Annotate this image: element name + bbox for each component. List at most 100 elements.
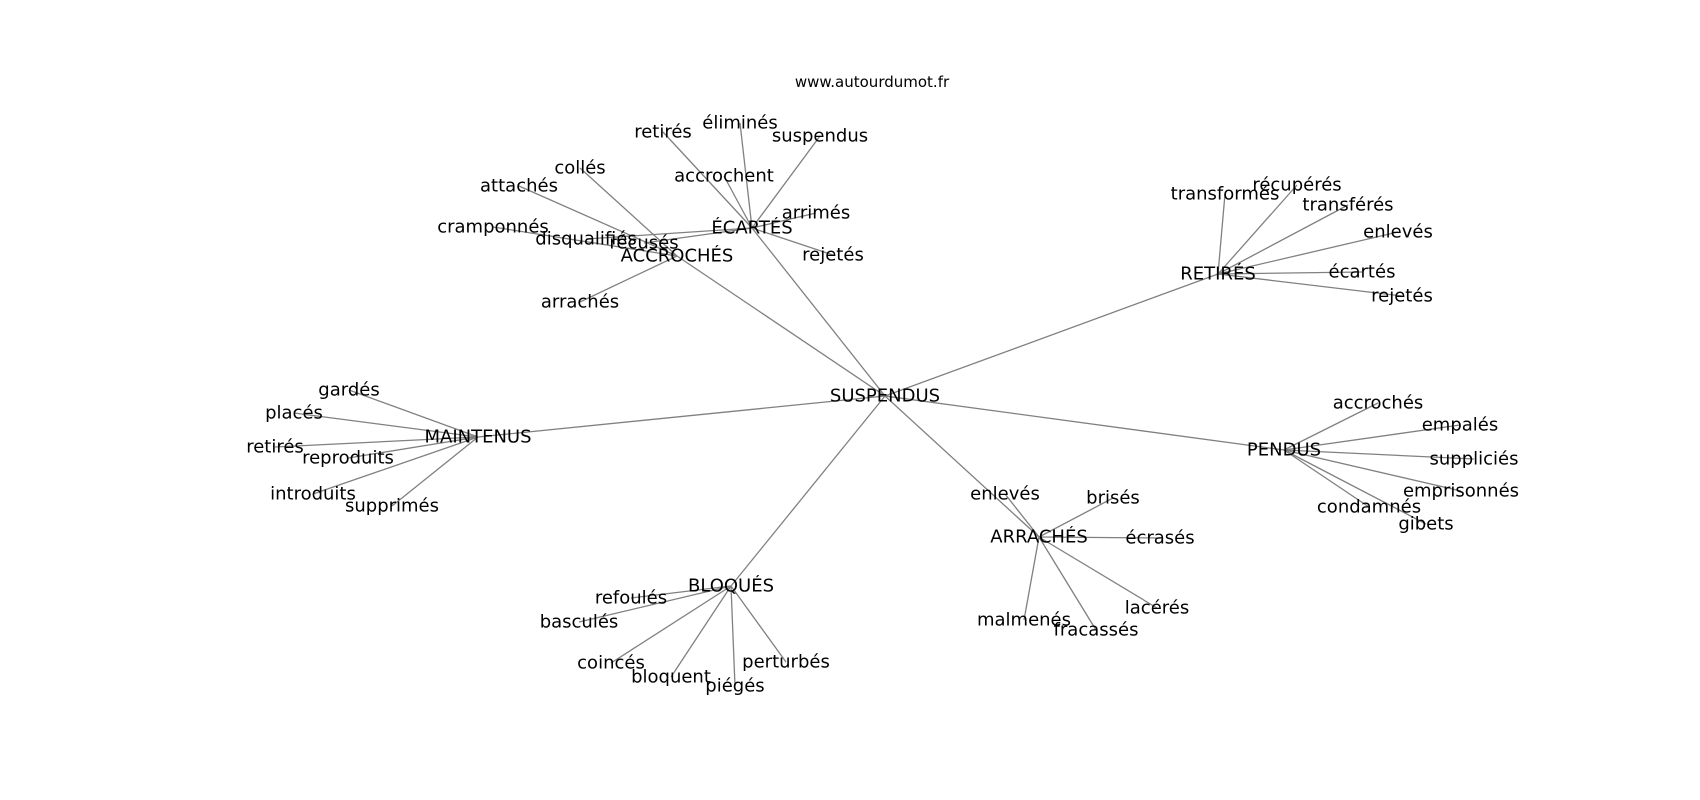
edge-cluster-to-leaf xyxy=(751,227,834,256)
source-url: www.autourdumot.fr xyxy=(795,73,950,91)
leaf-node-label: accrochés xyxy=(1333,393,1424,414)
leaf-node-label: gibets xyxy=(1398,514,1453,535)
leaf-node-label: brisés xyxy=(1086,488,1140,509)
leaf-node-label: collés xyxy=(554,158,605,179)
cluster-node-label: BLOQUÉS xyxy=(688,575,774,597)
edge-cluster-to-leaf xyxy=(610,585,732,664)
edge-cluster-to-leaf xyxy=(1038,536,1158,609)
graph-edges xyxy=(274,122,1475,687)
cluster-node-label: ÉCARTÉS xyxy=(711,217,792,239)
leaf-node-label: récusés xyxy=(609,233,678,254)
edge-cluster-to-leaf xyxy=(1283,449,1475,460)
cluster-node-label: RETIRÉS xyxy=(1180,263,1256,285)
edge-cluster-to-leaf xyxy=(662,131,753,229)
edge-cluster-to-leaf xyxy=(670,585,732,678)
edge-cluster-to-leaf xyxy=(1283,424,1461,451)
edge-cluster-to-leaf xyxy=(347,436,479,459)
leaf-node-label: accrochent xyxy=(674,166,774,187)
leaf-node-label: fracassés xyxy=(1054,620,1139,641)
edge-cluster-to-leaf xyxy=(274,436,479,448)
leaf-node-label: placés xyxy=(265,403,323,424)
edge-cluster-to-leaf xyxy=(312,436,479,495)
edge-cluster-to-leaf xyxy=(579,167,678,257)
leaf-node-label: transférés xyxy=(1302,195,1393,216)
edge-cluster-to-leaf xyxy=(1038,497,1114,538)
edge-cluster-to-leaf xyxy=(751,135,821,229)
edge-root-to-cluster xyxy=(884,395,1040,538)
leaf-node-label: transformés xyxy=(1171,184,1280,205)
edge-root-to-cluster xyxy=(676,255,886,397)
leaf-node-label: suspendus xyxy=(772,126,868,147)
edge-cluster-to-leaf xyxy=(1038,536,1161,539)
edge-root-to-cluster xyxy=(477,395,886,438)
edge-cluster-to-leaf xyxy=(579,255,678,303)
edge-cluster-to-leaf xyxy=(578,585,732,623)
edge-cluster-to-leaf xyxy=(391,436,479,507)
leaf-node-label: rejetés xyxy=(1371,286,1433,307)
leaf-node-label: gardés xyxy=(318,380,379,401)
leaf-node-label: écrasés xyxy=(1125,528,1194,549)
edge-root-to-cluster xyxy=(730,395,886,587)
leaf-node-label: introduits xyxy=(270,484,356,505)
leaf-node-label: emprisonnés xyxy=(1403,481,1519,502)
leaf-node-label: écartés xyxy=(1329,262,1396,283)
cluster-node-label: ACCROCHÉS xyxy=(621,245,734,267)
leaf-node-label: cramponnés xyxy=(437,217,549,238)
edge-cluster-to-leaf xyxy=(492,226,678,257)
edge-cluster-to-leaf xyxy=(751,212,817,229)
edge-cluster-to-leaf xyxy=(1217,273,1403,297)
edge-root-to-cluster xyxy=(884,273,1219,397)
cluster-node-label: ARRACHÉS xyxy=(990,526,1088,548)
edge-cluster-to-leaf xyxy=(1217,204,1349,275)
edge-cluster-to-leaf xyxy=(1038,536,1097,631)
leaf-node-label: rejetés xyxy=(802,245,864,266)
leaf-node-label: lacérés xyxy=(1125,598,1189,619)
leaf-node-label: empalés xyxy=(1422,415,1499,436)
edge-cluster-to-leaf xyxy=(1217,231,1399,275)
edge-cluster-to-leaf xyxy=(630,585,732,599)
leaf-node-label: refoulés xyxy=(595,588,667,609)
cluster-node-label: MAINTENUS xyxy=(424,427,531,448)
leaf-node-label: malmenés xyxy=(977,610,1071,631)
leaf-node-label: basculés xyxy=(540,612,619,633)
edge-cluster-to-leaf xyxy=(723,175,753,229)
edge-cluster-to-leaf xyxy=(348,389,479,438)
root-node-label: SUSPENDUS xyxy=(830,386,940,407)
leaf-node-label: bloquent xyxy=(631,667,711,688)
edge-cluster-to-leaf xyxy=(1283,449,1462,492)
edge-cluster-to-leaf xyxy=(1217,193,1226,275)
leaf-node-label: éliminés xyxy=(702,113,777,134)
edge-cluster-to-leaf xyxy=(730,585,787,663)
leaf-node-label: attachés xyxy=(480,176,558,197)
edge-cluster-to-leaf xyxy=(1217,271,1363,275)
cluster-node-label: PENDUS xyxy=(1247,440,1321,461)
edge-cluster-to-leaf xyxy=(518,185,678,257)
leaf-node-label: disqualifiés xyxy=(535,229,636,250)
leaf-node-label: retirés xyxy=(246,437,304,458)
edge-cluster-to-leaf xyxy=(643,227,753,244)
edge-cluster-to-leaf xyxy=(1283,449,1370,508)
leaf-node-label: retirés xyxy=(634,122,692,143)
leaf-node-label: récupérés xyxy=(1252,175,1341,196)
leaf-node-label: coincés xyxy=(577,653,645,674)
leaf-node-label: supprimés xyxy=(345,496,439,517)
leaf-node-label: arrimés xyxy=(782,203,851,224)
edge-cluster-to-leaf xyxy=(1283,402,1379,451)
edge-cluster-to-leaf xyxy=(739,122,753,229)
edge-cluster-to-leaf xyxy=(1217,184,1298,275)
edge-root-to-cluster xyxy=(884,395,1285,451)
edge-root-to-cluster xyxy=(751,227,886,397)
edge-cluster-to-leaf xyxy=(585,227,753,240)
leaf-node-label: suppliciés xyxy=(1430,449,1519,470)
leaf-node-label: perturbés xyxy=(742,652,830,673)
leaf-node-label: condamnés xyxy=(1317,497,1421,518)
edge-cluster-to-leaf xyxy=(1283,449,1427,525)
edge-cluster-to-leaf xyxy=(293,412,479,438)
edge-cluster-to-leaf xyxy=(1023,536,1040,621)
leaf-node-label: arrachés xyxy=(541,292,619,313)
leaf-node-label: piégés xyxy=(705,676,764,697)
edge-cluster-to-leaf xyxy=(730,585,736,687)
leaf-node-label: enlevés xyxy=(970,484,1040,505)
leaf-node-label: enlevés xyxy=(1363,222,1433,243)
